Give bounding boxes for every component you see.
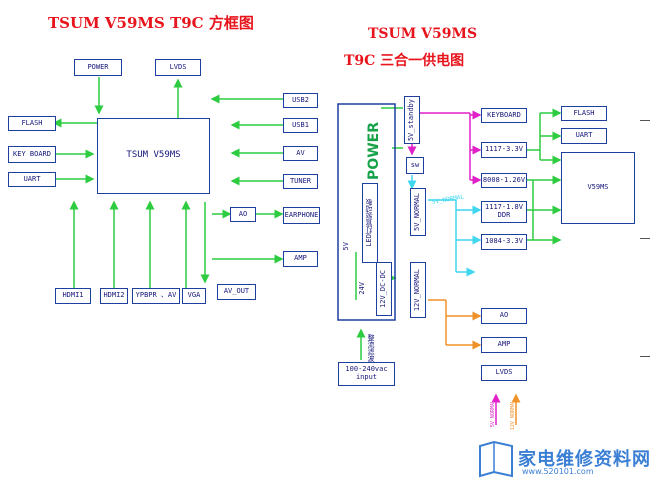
page-edge-mark <box>640 238 650 239</box>
lvds-load-box: LVDS <box>481 365 527 381</box>
five-standby-label: 5V_standby <box>407 98 416 142</box>
tuner-box: TUNER <box>283 174 318 189</box>
v59ms-load-box: V59MS <box>561 152 635 224</box>
ao-load-box: AO <box>481 308 527 324</box>
earphone-box: EARPHONE <box>283 207 320 224</box>
legend-12v-label: 12V NORMAL <box>510 400 516 431</box>
lvds-box: LVDS <box>155 59 201 76</box>
five-normal-label: 5V_NORMAL <box>413 193 422 231</box>
sw-box: sw <box>406 157 424 174</box>
power-box: POWER <box>74 59 122 76</box>
right-diagram-title-line1: TSUM V59MS <box>368 26 478 42</box>
watermark-logo-icon <box>479 440 513 478</box>
right-diagram-title-line2: T9C 三合一供电图 <box>344 53 465 69</box>
five-normal-box: 5V_NORMAL <box>410 188 426 236</box>
dcdc-box: 12V_DC-DC <box>376 262 392 316</box>
vga-box: VGA <box>182 288 206 304</box>
left-diagram-title: TSUM V59MS T9C 方框图 <box>48 14 254 32</box>
five-standby-box: 5V_standby <box>404 96 420 144</box>
soc-box: TSUM V59MS <box>97 118 210 194</box>
usb2-box: USB2 <box>283 93 318 108</box>
reg-1117-18-box: 1117-1.8V DDR <box>481 201 527 223</box>
led-driver-box: LED灯管驱动板 <box>362 183 378 263</box>
hdmi2-box: HDMI2 <box>100 288 128 304</box>
led-driver-label: LED灯管驱动板 <box>365 199 374 247</box>
flash-box: FLASH <box>8 116 56 131</box>
power-board-outline <box>337 103 396 321</box>
rectify-label: 整流滤波 <box>367 334 375 362</box>
keyboard-box: KEY BOARD <box>8 146 56 163</box>
reg-8008-box: 8008-1.26V <box>481 173 527 188</box>
reg-1117-33-box: 1117-3.3V <box>481 142 527 158</box>
ypbpr-box: YPBPR 、AV <box>132 288 180 304</box>
hdmi1-box: HDMI1 <box>55 288 91 304</box>
dcdc-label: 12V_DC-DC <box>379 270 388 308</box>
reg-1084-box: 1084-3.3V <box>481 234 527 250</box>
usb1-box: USB1 <box>283 118 318 133</box>
flash-load-box: FLASH <box>561 106 607 121</box>
amp-load-box: AMP <box>481 337 527 353</box>
amp-box: AMP <box>283 251 318 267</box>
twelve-normal-label: 12V_NORMAL <box>413 268 422 312</box>
ao-box: AO <box>230 207 256 222</box>
power-board-label: POWER <box>366 122 382 180</box>
watermark-text: 家电维修资料网 <box>518 449 650 470</box>
uart-load-box: UART <box>561 128 607 144</box>
keyboard-load-box: KEYBOARD <box>481 108 527 123</box>
av-box: AV <box>283 146 318 161</box>
av-out-box: AV_OUT <box>217 284 256 300</box>
watermark-url: www.520101.com <box>522 467 594 476</box>
input-box: 100-240vac input <box>338 362 395 386</box>
uart-box: UART <box>8 172 56 187</box>
legend-5v-label: 5V NORMAL <box>490 400 496 428</box>
page-edge-mark <box>640 356 650 357</box>
five-v-label: 5V <box>342 242 350 251</box>
twelve-normal-box: 12V_NORMAL <box>410 262 426 318</box>
twentyfour-v-label: 24V <box>358 282 366 295</box>
page-edge-mark <box>640 120 650 121</box>
